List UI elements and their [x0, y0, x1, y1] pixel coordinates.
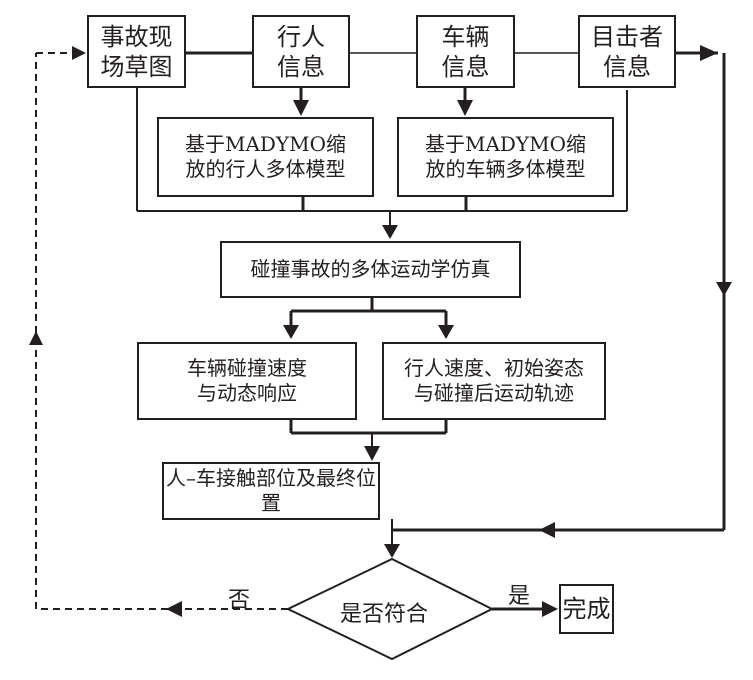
arrow-left-return — [539, 522, 555, 538]
arrow-left-icon — [166, 601, 182, 617]
node-vehicle-response: 车辆碰撞速度 与动态响应 — [137, 342, 357, 420]
node-done: 完成 — [559, 584, 614, 634]
node-simulation: 碰撞事故的多体运动学仿真 — [220, 241, 521, 298]
node-pedestrian-model: 基于MADYMO缩 放的行人多体模型 — [157, 117, 374, 197]
node-pedestrian-info: 行人 信息 — [252, 15, 350, 88]
arrow-right-icon — [542, 601, 558, 617]
node-vehicle-info: 车辆 信息 — [416, 15, 515, 88]
arrow-down-icon — [364, 446, 380, 461]
node-witness-info: 目击者 信息 — [578, 15, 676, 88]
node-label: 行人 信息 — [277, 22, 325, 81]
node-label: 人–车接触部位及最终位置 — [166, 466, 376, 515]
node-contact-position: 人–车接触部位及最终位置 — [162, 462, 380, 520]
arrow-right-head — [700, 45, 718, 61]
arrow-down-icon — [457, 100, 473, 116]
node-scene-sketch: 事故现 场草图 — [87, 15, 186, 88]
arrow-down-icon — [283, 325, 299, 339]
arrow-up-icon — [29, 331, 43, 345]
node-label: 事故现 场草图 — [100, 22, 173, 81]
node-label: 目击者 信息 — [591, 22, 663, 81]
edge-label-yes: 是 — [508, 584, 531, 609]
node-label: 行人速度、初始姿态 与碰撞后运动轨迹 — [404, 356, 584, 405]
arrow-down-icon — [438, 325, 454, 339]
arrow-down-right — [716, 282, 732, 296]
node-label: 基于MADYMO缩 放的行人多体模型 — [184, 132, 347, 181]
decision-diamond — [285, 557, 495, 661]
node-label: 车辆 信息 — [441, 22, 490, 81]
node-label: 车辆碰撞速度 与动态响应 — [187, 356, 307, 405]
node-label: 碰撞事故的多体运动学仿真 — [250, 257, 491, 281]
node-pedestrian-trajectory: 行人速度、初始姿态 与碰撞后运动轨迹 — [382, 342, 606, 420]
node-label: 完成 — [562, 595, 611, 623]
arrow-right-icon — [72, 46, 86, 60]
node-vehicle-model: 基于MADYMO缩 放的车辆多体模型 — [397, 117, 614, 197]
arrow-down-icon — [293, 100, 309, 116]
node-label: 基于MADYMO缩 放的车辆多体模型 — [424, 132, 587, 181]
arrow-down-icon — [384, 544, 400, 558]
node-decision-label: 是否符合 — [340, 602, 429, 627]
arrow-down-icon — [382, 225, 398, 239]
edge-label-no: 否 — [228, 588, 251, 613]
